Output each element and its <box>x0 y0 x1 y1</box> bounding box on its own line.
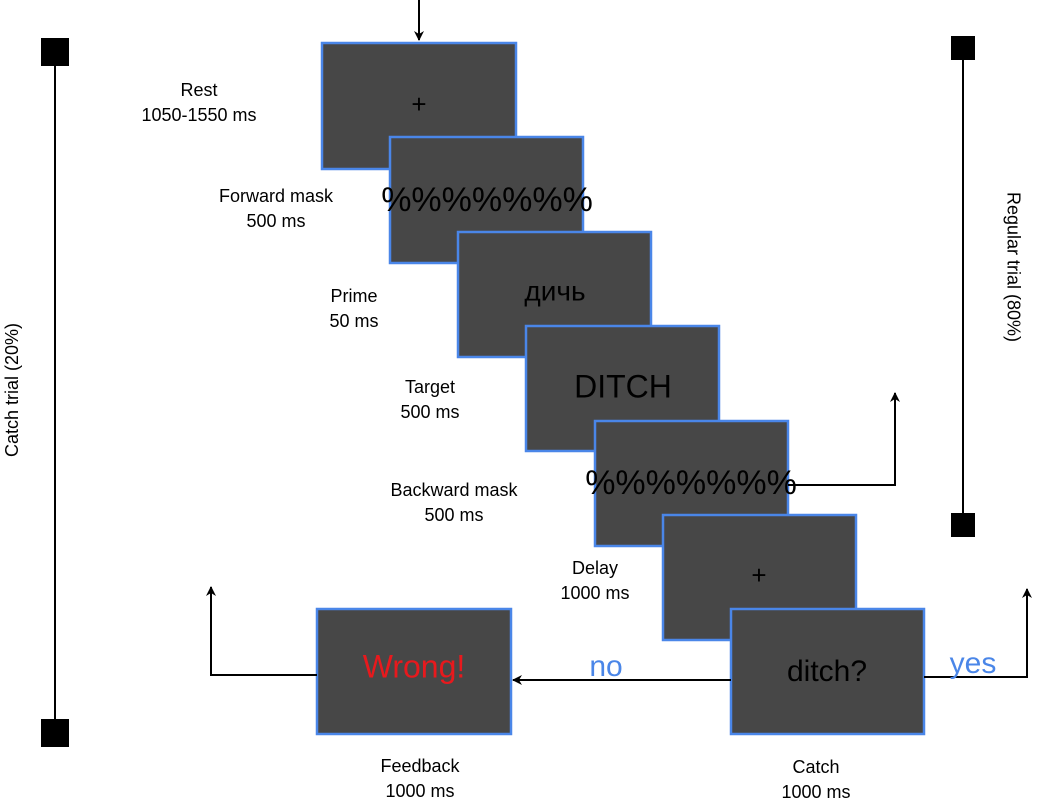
regular-trial-label: Regular trial (80%) <box>1003 192 1023 342</box>
label-backward-mask-name: Backward mask <box>390 480 518 500</box>
label-delay-name: Delay <box>572 558 618 578</box>
feedback-return-arrow <box>206 586 317 676</box>
label-forward-mask-duration: 500 ms <box>246 211 305 231</box>
screen-catch: ditch? <box>729 607 926 736</box>
label-prime-duration: 50 ms <box>329 311 378 331</box>
yes-arrow <box>924 588 1032 678</box>
screen-prime-content: дичь <box>524 275 585 306</box>
label-delay-duration: 1000 ms <box>560 583 629 603</box>
answer-no-label: no <box>589 650 622 683</box>
screen-feedback-content: Wrong! <box>363 648 466 684</box>
screen-feedback: Wrong! <box>315 607 513 736</box>
screen-backward-mask-content: %%%%%%% <box>585 464 797 502</box>
label-feedback-duration: 1000 ms <box>385 781 454 799</box>
label-rest-name: Rest <box>180 80 217 100</box>
catch-trial-top-endcap <box>41 38 69 66</box>
label-prime-name: Prime <box>330 286 377 306</box>
catch-trial-bottom-endcap <box>41 719 69 747</box>
label-rest-duration: 1050-1550 ms <box>141 105 256 125</box>
regular-trial-top-endcap <box>951 36 975 60</box>
label-target-name: Target <box>405 377 455 397</box>
label-catch-duration: 1000 ms <box>781 782 850 799</box>
screen-rest-content: + <box>411 89 426 119</box>
screen-delay-content: + <box>751 560 766 590</box>
label-catch-name: Catch <box>792 757 839 777</box>
catch-trial-label: Catch trial (20%) <box>2 323 22 457</box>
regular-trial-bottom-endcap <box>951 513 975 537</box>
label-target-duration: 500 ms <box>400 402 459 422</box>
regular-trial-bar <box>951 36 975 537</box>
screen-catch-content: ditch? <box>787 655 867 688</box>
answer-yes-label: yes <box>950 647 997 680</box>
catch-trial-bar <box>41 38 69 747</box>
label-backward-mask-duration: 500 ms <box>424 505 483 525</box>
label-feedback-name: Feedback <box>380 756 460 776</box>
screen-target-content: DITCH <box>574 368 672 404</box>
regular-trial-return-arrow <box>788 392 900 486</box>
screen-forward-mask-content: %%%%%%% <box>381 181 593 219</box>
label-forward-mask-name: Forward mask <box>219 186 334 206</box>
